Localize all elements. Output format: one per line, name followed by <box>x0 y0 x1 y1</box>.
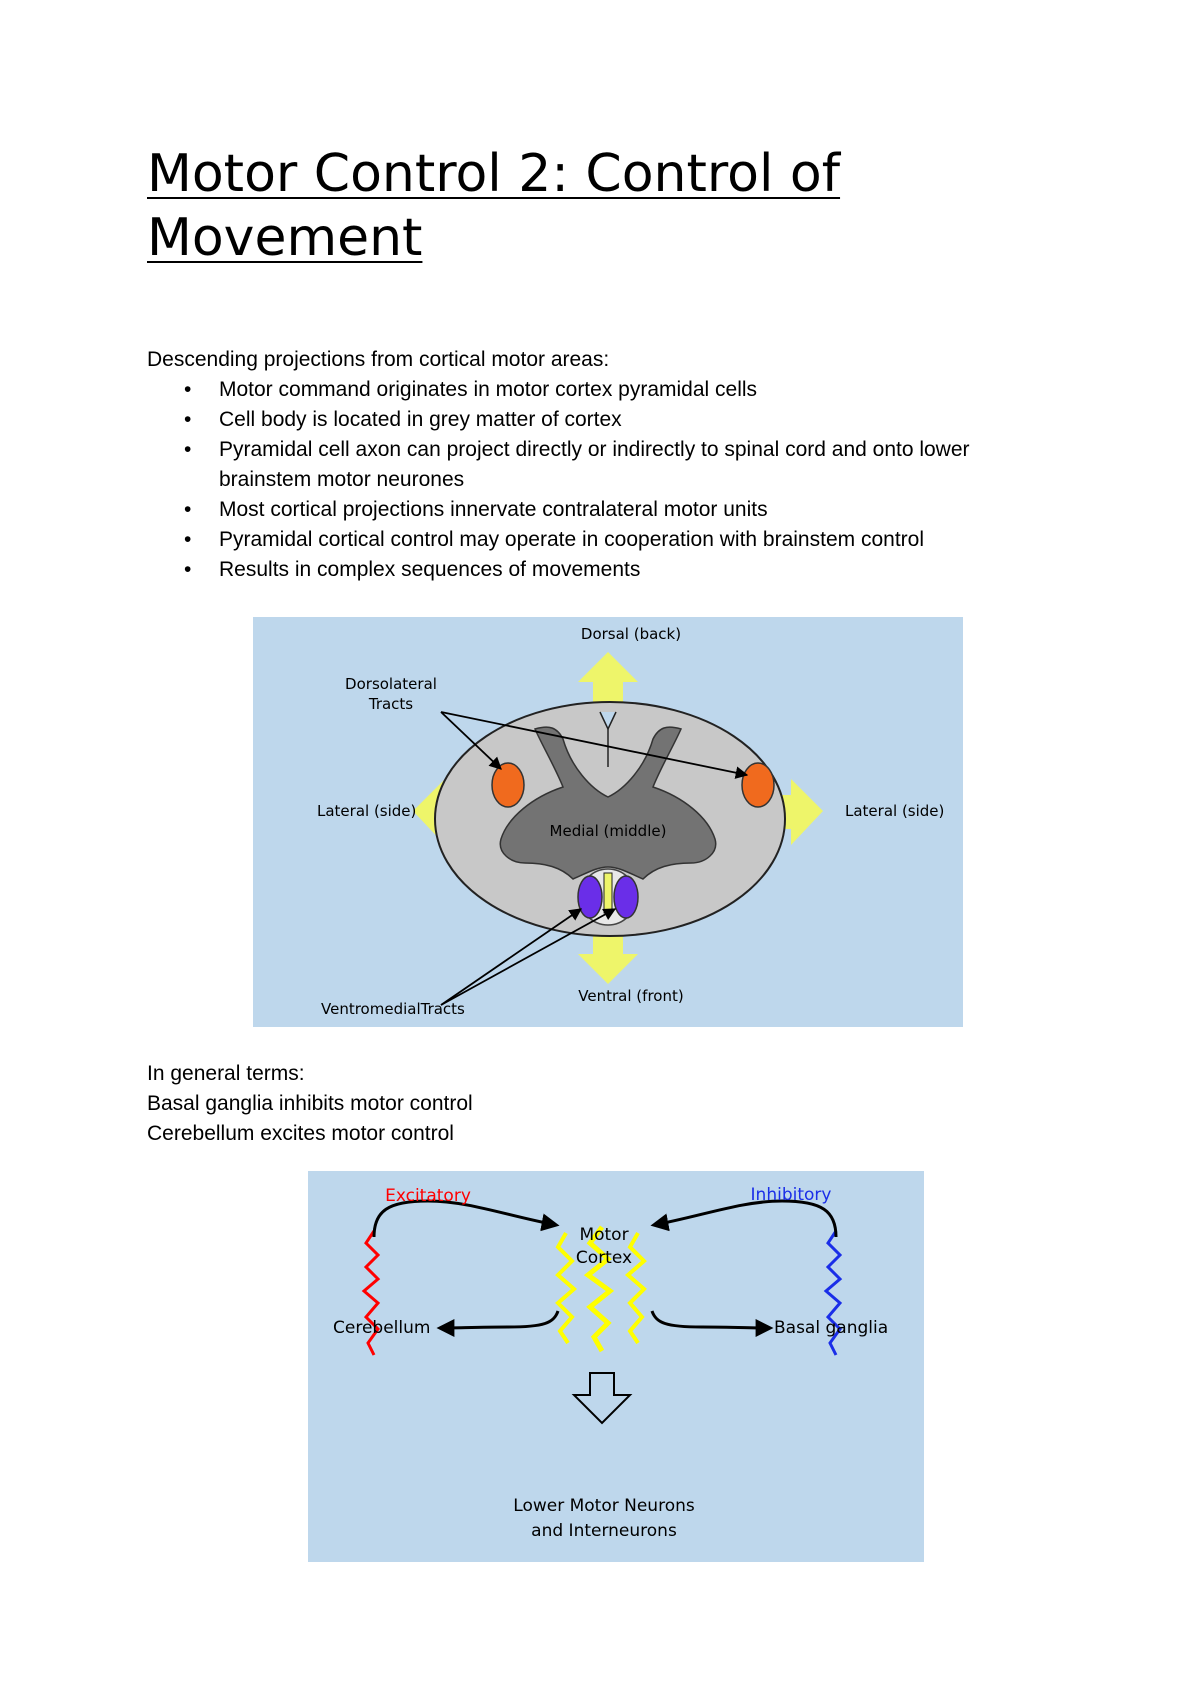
bullet-dot: • <box>184 378 192 401</box>
list-item-text: Pyramidal cortical control may operate i… <box>219 528 924 551</box>
label-lateral-right: Lateral (side) <box>845 802 944 820</box>
ventral-arrow <box>578 922 638 984</box>
list-item: • Cell body is located in grey matter of … <box>147 405 1047 435</box>
list-item-text: Pyramidal cell axon can project directly… <box>219 438 970 491</box>
pointer-line <box>440 908 617 1006</box>
label-dorsal: Dorsal (back) <box>581 625 681 643</box>
pointer-line <box>440 711 749 779</box>
general-line: In general terms: <box>147 1062 305 1085</box>
bullet-dot: • <box>184 528 192 551</box>
page-title: Motor Control 2: Control of Movement <box>147 144 841 268</box>
cortex-to-cerebellum-arrow <box>436 1310 560 1337</box>
grey-matter <box>499 726 717 880</box>
bullet-dot: • <box>184 438 192 461</box>
label-dorsolateral-2: Tracts <box>368 695 413 713</box>
bullet-dot: • <box>184 498 192 521</box>
label-cortex: Cortex <box>576 1248 632 1268</box>
motor-circuit-svg: Excitatory Inhibitory Motor Cortex Cereb… <box>333 1185 888 1541</box>
list-item-text: Results in complex sequences of movement… <box>219 558 641 581</box>
list-item: • Motor command originates in motor corte… <box>147 375 1047 405</box>
pointer-line <box>440 908 583 1006</box>
bullet-dot: • <box>184 558 192 581</box>
label-inhibitory: Inhibitory <box>751 1185 832 1205</box>
list-item: • Most cortical projections innervate con… <box>147 495 1047 525</box>
general-terms: In general terms: Basal ganglia inhibits… <box>147 1059 473 1149</box>
cortex-to-basal-ganglia-arrow <box>650 1310 774 1337</box>
label-lateral-left: Lateral (side) <box>317 802 416 820</box>
motor-circuit-diagram: Excitatory Inhibitory Motor Cortex Cereb… <box>308 1171 924 1562</box>
down-arrow <box>571 1372 633 1425</box>
label-lower-motor-1: Lower Motor Neurons <box>513 1496 695 1516</box>
list-item-text: Most cortical projections innervate cont… <box>219 498 768 521</box>
spinal-cord-diagram: Dorsal (back) Dorsolateral Tracts Latera… <box>253 617 963 1027</box>
list-item-text: Cell body is located in grey matter of c… <box>219 408 622 431</box>
label-medial: Medial (middle) <box>550 822 667 840</box>
label-excitatory: Excitatory <box>385 1186 471 1206</box>
bullet-list: • Motor command originates in motor corte… <box>147 375 1047 585</box>
dorsal-arrow <box>578 652 638 712</box>
list-item: • Pyramidal cell axon can project directl… <box>147 435 1047 495</box>
ventromedial-tract-right <box>613 875 639 919</box>
label-dorsolateral-1: Dorsolateral <box>345 675 437 693</box>
cerebellum-zigzag <box>361 1230 381 1356</box>
cortex-zigzag-right <box>624 1232 647 1345</box>
dorsolateral-tract-right <box>741 762 775 808</box>
intro-text: Descending projections from cortical mot… <box>147 348 610 371</box>
spinal-cord-svg: Dorsal (back) Dorsolateral Tracts Latera… <box>317 625 944 1018</box>
cortex-zigzag-center <box>583 1225 615 1353</box>
label-basal-ganglia: Basal ganglia <box>774 1318 888 1338</box>
pointer-line <box>440 711 502 770</box>
label-cerebellum: Cerebellum <box>333 1318 430 1338</box>
list-item: • Results in complex sequences of movemen… <box>147 555 1047 585</box>
list-item-text: Motor command originates in motor cortex… <box>219 378 758 401</box>
label-ventromedial: VentromedialTracts <box>321 1000 465 1018</box>
label-lower-motor-2: and Interneurons <box>531 1521 677 1541</box>
general-line: Basal ganglia inhibits motor control <box>147 1092 473 1115</box>
cortex-zigzag-left <box>555 1232 578 1345</box>
ventromedial-tract-left <box>577 875 603 919</box>
bullet-dot: • <box>184 408 192 431</box>
label-motor: Motor <box>579 1225 628 1245</box>
label-ventral: Ventral (front) <box>578 987 683 1005</box>
list-item: • Pyramidal cortical control may operate … <box>147 525 1047 555</box>
basal-ganglia-zigzag <box>823 1230 843 1356</box>
dorsolateral-tract-left <box>491 762 525 808</box>
inhibitory-arrow <box>650 1199 838 1238</box>
general-line: Cerebellum excites motor control <box>147 1122 454 1145</box>
excitatory-arrow <box>372 1199 560 1238</box>
central-canal <box>603 872 613 914</box>
